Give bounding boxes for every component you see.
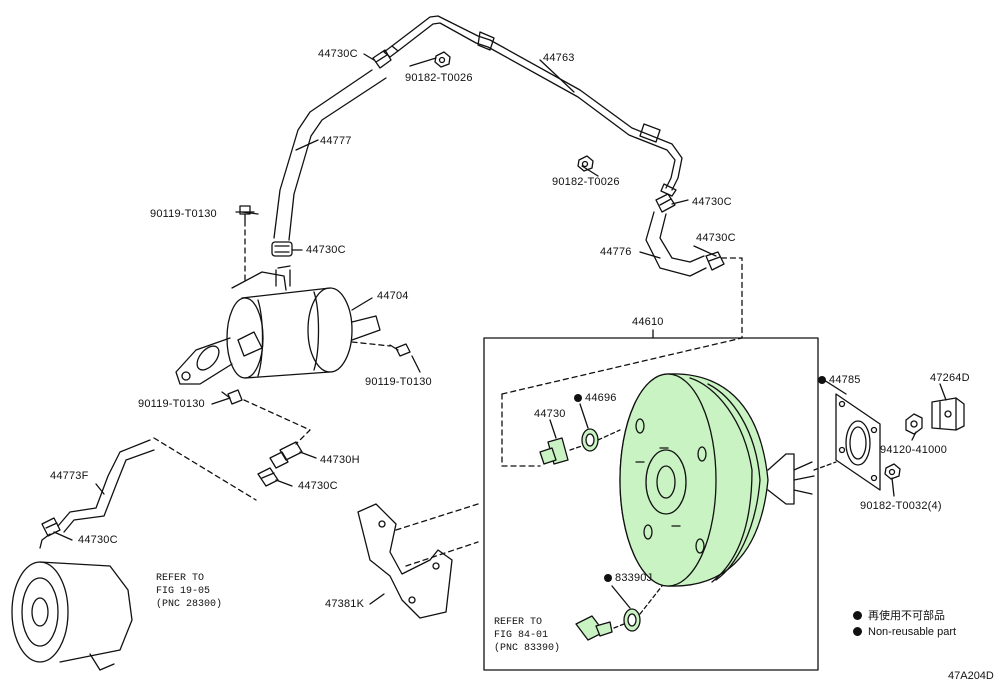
- label-90119-T0130-right: 90119-T0130: [365, 376, 432, 388]
- bolt-90119-low: [221, 389, 243, 405]
- hose-44776: [645, 211, 707, 277]
- brake-booster: [619, 373, 769, 587]
- label-44763: 44763: [543, 52, 575, 64]
- label-44730C-right1: 44730C: [692, 196, 732, 208]
- label-83390J: 83390J: [604, 572, 652, 584]
- canister-44704: [175, 265, 381, 385]
- label-44730H: 44730H: [320, 454, 360, 466]
- refer-note-line1: REFER TO: [156, 573, 205, 584]
- label-44696-text: 44696: [585, 392, 617, 404]
- label-44610: 44610: [632, 316, 664, 328]
- label-90182-T0026-mid: 90182-T0026: [552, 176, 620, 188]
- label-44730C-right2: 44730C: [696, 232, 736, 244]
- label-44696: 44696: [574, 392, 617, 404]
- figure-code: 47A204D: [948, 670, 994, 682]
- legend-row-jp: 再使用不可部品: [853, 608, 956, 624]
- pushrod-clevis-47264D: [931, 397, 965, 431]
- seal-83390J: [623, 608, 641, 632]
- label-47264D: 47264D: [930, 372, 970, 384]
- compressor: [11, 533, 133, 671]
- label-94120-41000: 94120-41000: [880, 444, 948, 456]
- label-44730C-bottom: 44730C: [78, 534, 118, 546]
- non-reusable-icon: [853, 627, 862, 636]
- refer-note-line3: (PNC 28300): [156, 599, 223, 610]
- legend-row-en: Non-reusable part: [853, 624, 956, 640]
- non-reusable-icon: [604, 574, 612, 582]
- non-reusable-icon: [853, 611, 862, 620]
- non-reusable-icon: [818, 376, 826, 384]
- nut-94120: [905, 413, 923, 435]
- label-90182-T0032: 90182-T0032(4): [860, 500, 942, 512]
- clamp-44730C-bottom: [41, 517, 61, 537]
- refer-note-compressor: REFER TO FIG 19-05 (PNC 28300): [156, 572, 222, 611]
- nut-90182-T0032: [884, 463, 901, 480]
- label-90182-T0026-top: 90182-T0026: [405, 72, 473, 84]
- bolt-90119-left: [235, 205, 255, 281]
- label-44730C-low: 44730C: [298, 480, 338, 492]
- clamp-44730C-top: [372, 49, 392, 69]
- label-90119-T0130-low: 90119-T0130: [138, 398, 205, 410]
- label-90119-T0130-left: 90119-T0130: [150, 208, 217, 220]
- label-44730C-mid: 44730C: [306, 244, 346, 256]
- gasket-44785: [813, 393, 881, 491]
- label-44773F: 44773F: [50, 470, 89, 482]
- leader-dashed-assembly: [501, 257, 743, 395]
- hose-44773F: [57, 437, 257, 533]
- bolt-90119-right: [351, 341, 411, 357]
- label-44704: 44704: [377, 290, 409, 302]
- refer-note-valve: REFER TO FIG 84-01 (PNC 83390): [494, 616, 560, 655]
- legend-en: Non-reusable part: [868, 626, 957, 638]
- label-83390J-text: 83390J: [615, 572, 653, 584]
- grommet-44696: [581, 428, 599, 452]
- connector-44730H: [243, 399, 311, 469]
- legend-jp: 再使用不可部品: [868, 610, 945, 622]
- refer-note-line1: REFER TO: [494, 617, 543, 628]
- label-44776: 44776: [600, 246, 632, 258]
- assembly-box-44610: [483, 329, 819, 671]
- clamp-44730C-right1: [655, 193, 676, 213]
- vacuum-pipe-44763: [383, 15, 683, 197]
- label-44730: 44730: [534, 408, 566, 420]
- label-44785-text: 44785: [829, 374, 861, 386]
- label-44777: 44777: [320, 135, 352, 147]
- clamp-44730C-right2: [705, 251, 725, 271]
- clamp-44730C-mid: [271, 241, 293, 257]
- check-valve-44730: [539, 437, 569, 465]
- brake-booster-details: [635, 377, 815, 583]
- label-44730C-top: 44730C: [318, 48, 358, 60]
- refer-note-line3: (PNC 83390): [494, 643, 561, 654]
- refer-note-line2: FIG 19-05: [156, 586, 211, 597]
- non-reusable-icon: [574, 394, 582, 402]
- label-44785: 44785: [818, 374, 861, 386]
- nut-90182-mid: [577, 155, 594, 172]
- refer-note-line2: FIG 84-01: [494, 630, 549, 641]
- label-47381K: 47381K: [325, 598, 365, 610]
- clamp-44730C-low: [257, 467, 279, 487]
- leader-lines: [53, 53, 947, 609]
- valve-bottom: [575, 615, 613, 641]
- hose-44777: [273, 69, 387, 241]
- legend: 再使用不可部品 Non-reusable part: [853, 608, 956, 640]
- bracket-47381K: [357, 503, 479, 619]
- nut-90182-top: [434, 51, 451, 68]
